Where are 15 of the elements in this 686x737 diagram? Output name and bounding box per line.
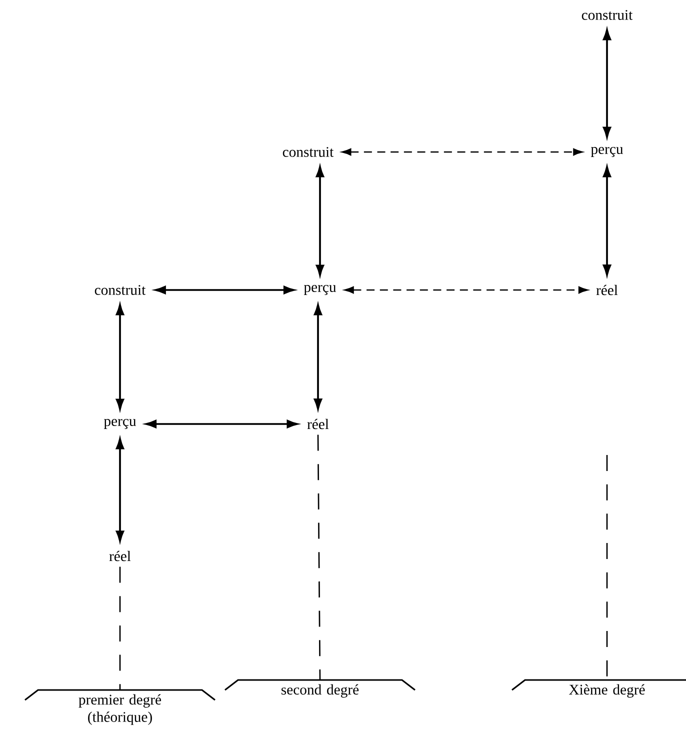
bracket-label: Xième degré: [512, 679, 686, 698]
term-label: perçu: [104, 419, 136, 429]
arrow: [154, 286, 295, 294]
arrow: [342, 148, 583, 156]
term-label: construit: [94, 285, 146, 295]
term-label: réel: [307, 418, 329, 430]
arrow: [344, 286, 588, 294]
term-label: construit: [582, 10, 633, 20]
term-label: perçu: [304, 285, 336, 295]
term-label: réel: [596, 284, 618, 296]
term-label: réel: [109, 550, 131, 562]
term-label: construit: [282, 147, 334, 157]
bracket-label: second degré: [224, 679, 416, 698]
bracket-label: premier degré (théorique): [24, 689, 216, 725]
term-label: perçu: [590, 147, 624, 157]
